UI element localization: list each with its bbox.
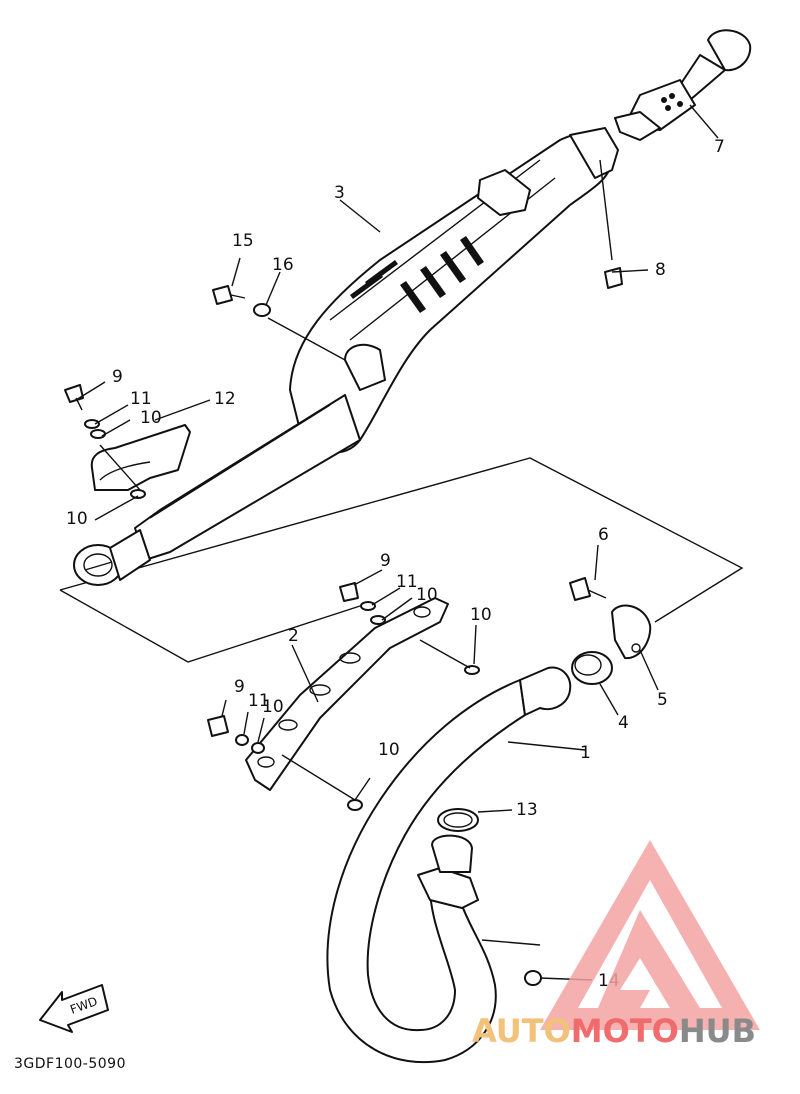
bolt-6 [569, 577, 607, 601]
callout-11-mid: 11 [396, 572, 418, 592]
callout-10-right: 10 [470, 605, 492, 625]
watermark-text: AUTOMOTOHUB [472, 1012, 756, 1050]
tail-pipe-assembly [614, 29, 752, 141]
callout-6: 6 [598, 525, 609, 545]
leader-lines [75, 104, 719, 981]
bracket-12 [90, 424, 191, 491]
bolt-15 [212, 285, 246, 305]
callout-15: 15 [232, 231, 254, 251]
callout-9-lower: 9 [234, 677, 245, 697]
callout-2: 2 [288, 626, 299, 646]
callout-8: 8 [655, 260, 666, 280]
muffler [73, 127, 619, 586]
svg-text:AUTOMOTOHUB: AUTOMOTOHUB [472, 1012, 756, 1050]
callout-10-left: 10 [66, 509, 88, 529]
exhaust-pipe [326, 666, 572, 1064]
fwd-arrow-icon: FWD [39, 984, 109, 1033]
watermark-moto: MOTO [571, 1012, 679, 1050]
watermark-hub: HUB [679, 1012, 756, 1050]
callout-10-mid: 10 [416, 585, 438, 605]
callout-3: 3 [334, 183, 345, 203]
callout-9-upper: 9 [112, 367, 123, 387]
callout-9-mid: 9 [380, 551, 391, 571]
callout-10-upper: 10 [140, 408, 162, 428]
joint-clamp-5 [611, 604, 652, 660]
callout-1: 1 [580, 743, 591, 763]
callout-4: 4 [618, 713, 629, 733]
bolt-8 [604, 267, 623, 289]
bolt-9-mid [339, 582, 359, 602]
washer-16 [253, 303, 271, 317]
washers [84, 419, 480, 811]
bracket-2 [245, 597, 449, 791]
nut-14 [524, 970, 542, 986]
callout-7: 7 [714, 137, 725, 157]
watermark-logo-icon [540, 840, 760, 1030]
subassembly-outline [59, 457, 744, 663]
bolt-9-lower [207, 715, 229, 737]
callout-13: 13 [516, 800, 538, 820]
callout-11-upper: 11 [130, 389, 152, 409]
callout-12: 12 [214, 389, 236, 409]
callout-11-lower: 11 [248, 691, 270, 711]
gasket-4 [571, 651, 613, 685]
diagram-code: 3GDF100-5090 [14, 1056, 126, 1072]
callout-10-lower: 10 [262, 697, 284, 717]
callout-10-bottom: 10 [378, 740, 400, 760]
watermark-auto: AUTO [472, 1012, 571, 1050]
callout-16: 16 [272, 255, 294, 275]
callout-5: 5 [657, 690, 668, 710]
gasket-13 [437, 808, 479, 832]
